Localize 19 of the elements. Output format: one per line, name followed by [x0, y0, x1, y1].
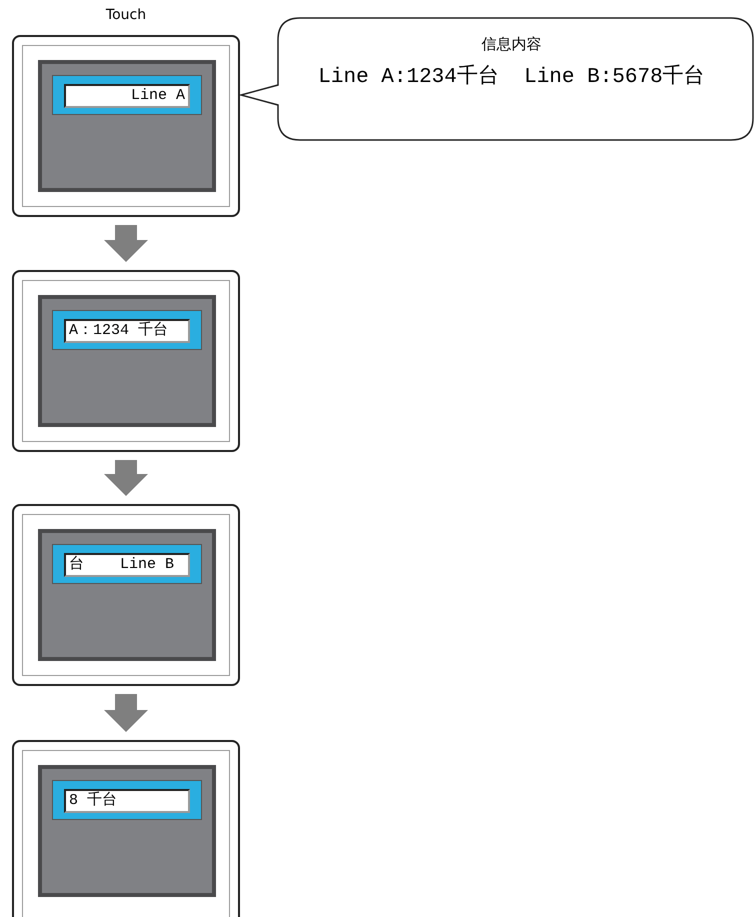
down-arrow: [104, 225, 148, 262]
display-value: Line A: [64, 84, 190, 108]
caption-text: Touch: [104, 7, 148, 23]
display-value: 8 千台: [64, 789, 190, 813]
device-frame: [12, 740, 240, 917]
down-arrow: [104, 694, 148, 732]
device-frame: [12, 270, 240, 452]
display-frame: [52, 780, 202, 820]
display-value: A：1234 千台: [64, 319, 190, 343]
display-frame: [52, 544, 202, 584]
device-frame: [12, 35, 240, 217]
speech-bubble: [240, 17, 755, 141]
display-frame: [52, 310, 202, 350]
display-frame: [52, 75, 202, 115]
message-text: Line A:1234千台 Line B:5678千台: [317, 64, 706, 89]
bubble-title: 信息内容: [480, 35, 542, 54]
device-frame: [12, 504, 240, 686]
down-arrow: [104, 460, 148, 496]
display-value: 台 Line B: [64, 553, 190, 577]
